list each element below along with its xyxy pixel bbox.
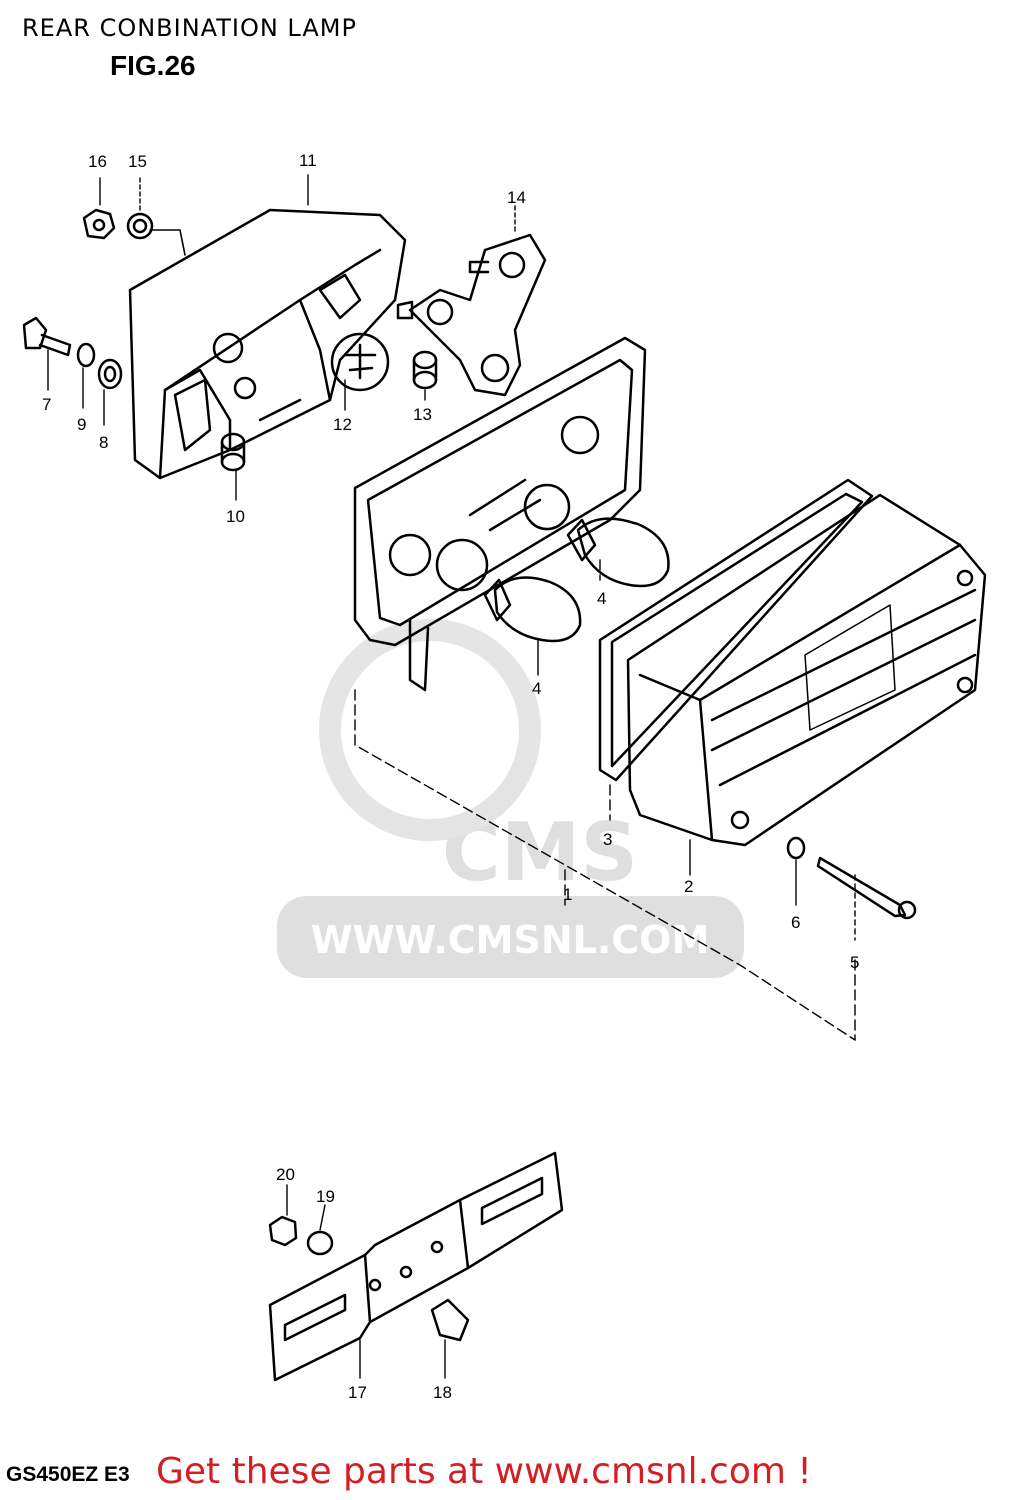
callout-4-lower: 4 bbox=[532, 679, 541, 698]
callout-10: 10 bbox=[226, 507, 245, 526]
part-15-washer bbox=[126, 212, 154, 240]
callout-14: 14 bbox=[507, 188, 526, 207]
part-11-housing bbox=[128, 208, 407, 480]
callout-20: 20 bbox=[276, 1165, 295, 1184]
callout-5: 5 bbox=[850, 953, 859, 972]
part-6-washer bbox=[786, 836, 806, 860]
watermark-url: WWW.CMSNL.COM bbox=[311, 918, 710, 962]
callout-9: 9 bbox=[77, 415, 86, 434]
part-16-nut bbox=[82, 208, 116, 240]
callout-7: 7 bbox=[42, 395, 51, 414]
callout-2: 2 bbox=[684, 877, 693, 896]
cta-link[interactable]: Get these parts at www.cmsnl.com ! bbox=[156, 1451, 812, 1492]
part-10-spacer bbox=[220, 432, 246, 472]
part-14-bracket bbox=[396, 233, 547, 397]
callout-17: 17 bbox=[348, 1383, 367, 1402]
watermark-logo: WWW.CMSNL.COM CMS bbox=[277, 619, 744, 978]
callout-19: 19 bbox=[316, 1187, 335, 1206]
part-4-bulb-lower bbox=[483, 576, 582, 643]
part-18-bolt bbox=[430, 1298, 470, 1342]
part-4-bulb-upper bbox=[566, 517, 670, 588]
part-5-screw bbox=[816, 856, 917, 920]
callout-13: 13 bbox=[413, 405, 432, 424]
figure-number: FIG.26 bbox=[110, 50, 196, 81]
part-12-socket bbox=[330, 332, 390, 392]
part-3-gasket bbox=[598, 478, 874, 782]
callout-3: 3 bbox=[603, 830, 612, 849]
callout-4-upper: 4 bbox=[597, 589, 606, 608]
base-plate bbox=[353, 336, 647, 692]
callout-16: 16 bbox=[88, 152, 107, 171]
callout-8: 8 bbox=[99, 433, 108, 452]
callout-leaders bbox=[47, 174, 856, 1379]
callout-6: 6 bbox=[791, 913, 800, 932]
part-19-washer bbox=[306, 1230, 334, 1256]
callout-18: 18 bbox=[433, 1383, 452, 1402]
callout-15: 15 bbox=[128, 152, 147, 171]
part-9-washer bbox=[76, 342, 96, 368]
part-2-lens bbox=[626, 493, 987, 847]
page-title: REAR CONBINATION LAMP bbox=[22, 14, 357, 42]
part-20-nut bbox=[268, 1215, 298, 1247]
callout-12: 12 bbox=[333, 415, 352, 434]
model-code: GS450EZ E3 bbox=[6, 1463, 130, 1486]
callout-numbers: 1 2 3 4 4 5 6 7 8 9 10 11 12 13 14 15 16… bbox=[42, 151, 859, 1402]
part-13-spacer bbox=[412, 350, 438, 390]
callout-11: 11 bbox=[299, 151, 317, 170]
part-7-screw bbox=[22, 316, 72, 357]
part-17-plate bbox=[268, 1151, 564, 1382]
leader-lines bbox=[354, 559, 856, 1041]
callout-1: 1 bbox=[563, 885, 572, 904]
part-8-washer bbox=[97, 358, 123, 390]
